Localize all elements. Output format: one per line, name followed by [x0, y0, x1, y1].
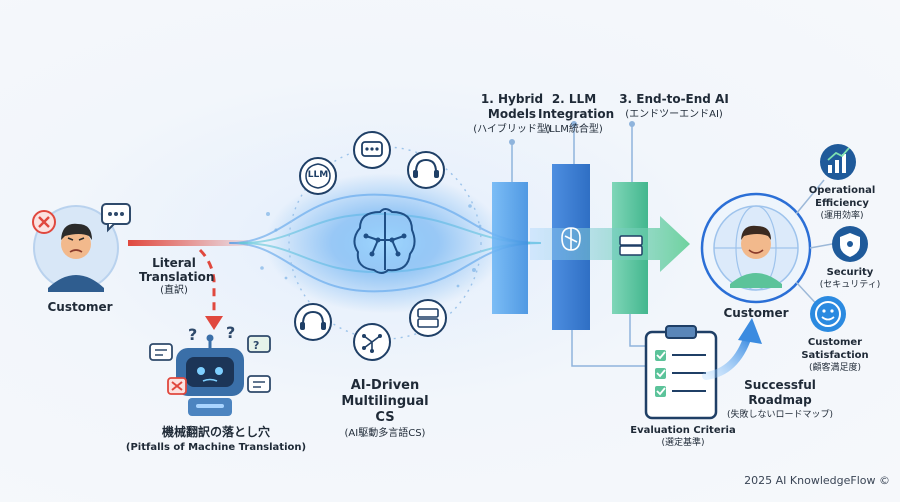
server-icon — [409, 299, 447, 337]
efficiency-chart-icon — [820, 144, 856, 180]
approach-2-label: 2. LLM Integration (LLM統合型) — [534, 92, 614, 137]
svg-text:?: ? — [253, 339, 259, 352]
approach-3-label: 3. End-to-End AI (エンドツーエンドAI) — [614, 92, 734, 122]
pitfalls-label: 機械翻訳の落とし穴 (Pitfalls of Machine Translati… — [116, 424, 316, 456]
brain-nodes — [363, 233, 407, 257]
roadmap-jp: (失敗しないロードマップ) — [726, 410, 834, 420]
robot-chat-bubbles: ? — [149, 335, 271, 393]
outcome-efficiency-title: Operational Efficiency — [808, 185, 876, 209]
outcome-security-jp: (セキュリティ) — [819, 280, 881, 290]
hub-title: AI-Driven Multilingual CS — [341, 378, 429, 425]
outcome-satisfaction-jp: (顧客満足度) — [808, 363, 862, 373]
approach-connector-dots — [509, 121, 635, 145]
llm-icon — [299, 157, 337, 195]
headset-icon-lower — [294, 303, 332, 341]
footer-copyright: 2025 AI KnowledgeFlow © — [744, 474, 890, 487]
literal-translation-line — [128, 240, 248, 246]
robot-error-icon — [167, 377, 187, 395]
outcome-efficiency-jp: (運用効率) — [820, 211, 864, 221]
chat-bubble-icon — [101, 203, 131, 233]
customer-left-figure — [33, 205, 119, 292]
approach-3-jp: (エンドツーエンドAI) — [625, 109, 723, 120]
approach-1-label: 1. Hybrid Models (ハイブリッド型) — [466, 92, 558, 137]
llm-icon-text: LLM — [307, 170, 329, 180]
outcome-satisfaction-title: Customer Satisfaction — [801, 337, 869, 361]
pitfalls-en: (Pitfalls of Machine Translation) — [125, 442, 307, 453]
decorative-dots — [260, 204, 482, 288]
outcome-satisfaction-label: Customer Satisfaction (顧客満足度) — [790, 336, 880, 375]
approach-2-title: 2. LLM Integration — [538, 92, 615, 121]
literal-translation-label: Literal Translation (直訳) — [124, 256, 224, 298]
failure-dashed-arrow — [198, 248, 216, 318]
satisfaction-smile-icon — [810, 296, 846, 332]
approach-1-title: 1. Hybrid Models — [480, 92, 544, 121]
hub-jp: (AI駆動多言語CS) — [344, 428, 426, 439]
approach-3-title: 3. End-to-End AI — [619, 92, 729, 106]
roadmap-label: Successful Roadmap (失敗しないロードマップ) — [710, 378, 850, 423]
approach-connector-lines — [511, 124, 633, 182]
network-icon — [353, 323, 391, 361]
svg-text:?: ? — [188, 325, 197, 344]
roadmap-up-arrow — [702, 332, 752, 380]
approach-2-jp: (LLM統合型) — [545, 124, 603, 135]
confused-robot-icon — [176, 334, 244, 416]
pitfalls-jp: 機械翻訳の落とし穴 — [161, 425, 270, 439]
evaluation-label: Evaluation Criteria (選定基準) — [628, 424, 738, 450]
failure-arrow-head — [205, 316, 223, 330]
approach-1-jp: (ハイブリッド型) — [473, 124, 551, 135]
roadmap-up-arrow-head — [738, 318, 762, 344]
evaluation-title: Evaluation Criteria — [630, 425, 736, 436]
outcome-efficiency-label: Operational Efficiency (運用効率) — [796, 184, 888, 223]
pillar-brain-icon — [561, 227, 581, 251]
security-shield-icon — [832, 226, 868, 262]
evaluation-jp: (選定基準) — [661, 438, 705, 448]
literal-translation-jp: (直訳) — [160, 285, 188, 296]
flow-arrow — [530, 216, 690, 272]
svg-text:?: ? — [226, 323, 235, 342]
outcome-security-title: Security — [826, 267, 874, 278]
hybrid-models-pillar — [492, 182, 528, 314]
chat-icon — [353, 131, 391, 169]
hub-label: AI-Driven Multilingual CS (AI駆動多言語CS) — [310, 378, 460, 442]
outcome-security-label: Security (セキュリティ) — [808, 266, 892, 292]
evaluation-clipboard-icon — [644, 325, 718, 420]
customer-right-label: Customer — [723, 306, 789, 320]
question-marks: ? ? — [188, 323, 235, 344]
roadmap-title: Successful Roadmap — [744, 378, 816, 407]
pillar-server-icon — [619, 235, 643, 256]
literal-translation-title: Literal Translation — [139, 256, 215, 284]
customer-left-label: Customer — [47, 300, 113, 314]
headset-icon — [407, 151, 445, 189]
customer-right-figure — [700, 192, 812, 304]
hub-orbit — [288, 146, 482, 340]
error-x-icon — [32, 210, 56, 234]
